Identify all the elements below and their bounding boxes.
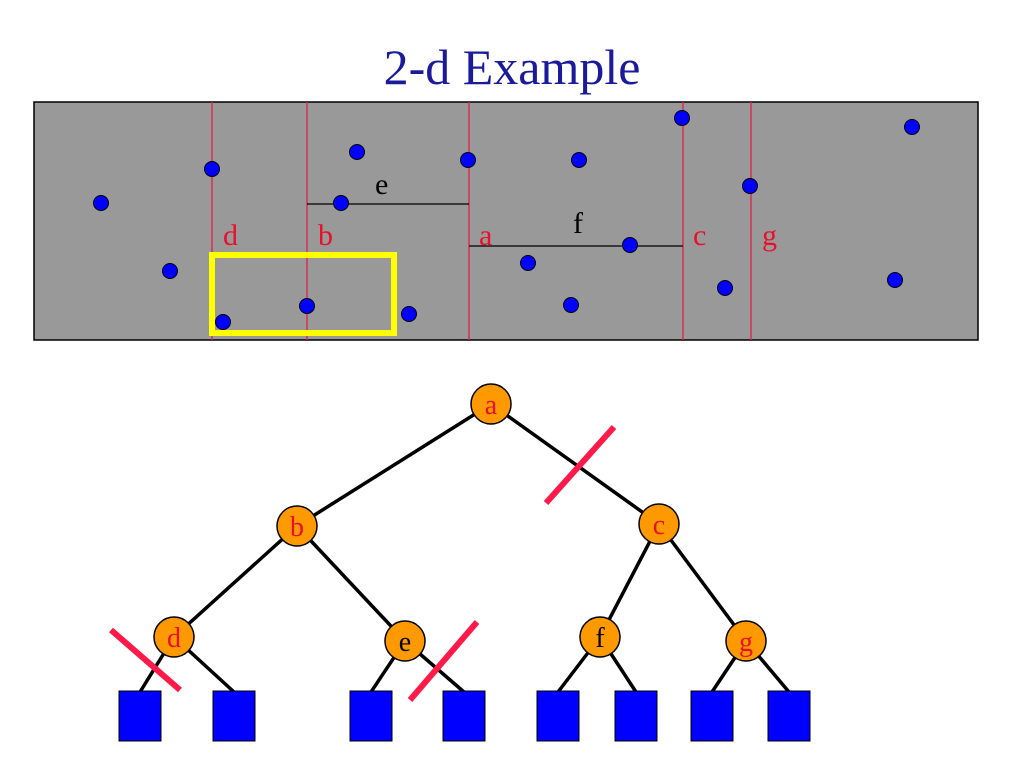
tree-node-label-g: g <box>739 627 753 658</box>
data-point <box>460 152 476 168</box>
page-title: 2-d Example <box>383 39 641 95</box>
tree-node-label-a: a <box>485 390 498 421</box>
data-point <box>349 144 365 160</box>
data-point <box>162 263 178 279</box>
leaf-node <box>118 690 162 742</box>
plane-panel: d b a c g e f <box>33 101 979 341</box>
data-point <box>401 306 417 322</box>
split-label-d: d <box>223 219 238 252</box>
tree-edge-a-b <box>296 402 492 528</box>
data-point <box>299 298 315 314</box>
query-rectangle <box>209 252 397 336</box>
data-point <box>563 297 579 313</box>
tree-node-label-e: e <box>399 627 411 658</box>
data-point <box>215 314 231 330</box>
split-label-g: g <box>762 219 777 252</box>
data-point <box>904 119 920 135</box>
tree-node-label-c: c <box>653 510 665 541</box>
data-points <box>93 110 920 330</box>
split-label-e: e <box>375 168 388 201</box>
data-point <box>93 195 109 211</box>
data-point <box>887 272 903 288</box>
tree-edge-b-e <box>295 524 407 643</box>
prune-mark-e-right <box>407 620 480 702</box>
tree-node-a <box>470 383 512 425</box>
leaf-node <box>614 690 658 742</box>
tree-node-c <box>638 503 680 545</box>
data-point <box>204 161 220 177</box>
tree-node-label-d: d <box>167 623 181 654</box>
data-point <box>333 195 349 211</box>
tree-node-g <box>725 620 767 662</box>
tree-node-e <box>384 620 426 662</box>
leaf-node <box>767 690 811 742</box>
split-label-a: a <box>479 219 492 252</box>
tree-edge-b-d <box>172 524 299 639</box>
data-point <box>571 152 587 168</box>
split-label-c: c <box>693 219 706 252</box>
prune-mark-a-c <box>543 424 617 506</box>
leaf-node <box>442 690 486 742</box>
split-label-b: b <box>318 219 333 252</box>
prune-mark-d-left <box>109 627 182 693</box>
tree-node-label-f: f <box>595 623 605 654</box>
leaf-node <box>690 690 734 742</box>
split-label-f: f <box>573 207 583 240</box>
tree-node-label-b: b <box>290 512 304 543</box>
plane-background <box>33 101 979 341</box>
data-point <box>674 110 690 126</box>
data-point <box>520 255 536 271</box>
tree-node-f <box>579 616 621 658</box>
kd-tree: a b c d e f g <box>109 383 811 742</box>
tree-node-d <box>153 616 195 658</box>
leaf-node <box>536 690 580 742</box>
leaf-node <box>349 690 393 742</box>
data-point <box>717 280 733 296</box>
data-point <box>742 178 758 194</box>
data-point <box>622 237 638 253</box>
tree-node-b <box>276 505 318 547</box>
tree-edge-a-c <box>489 402 661 526</box>
leaf-node <box>212 690 256 742</box>
tree-edge-c-g <box>657 522 748 643</box>
tree-edge-c-f <box>598 523 661 638</box>
